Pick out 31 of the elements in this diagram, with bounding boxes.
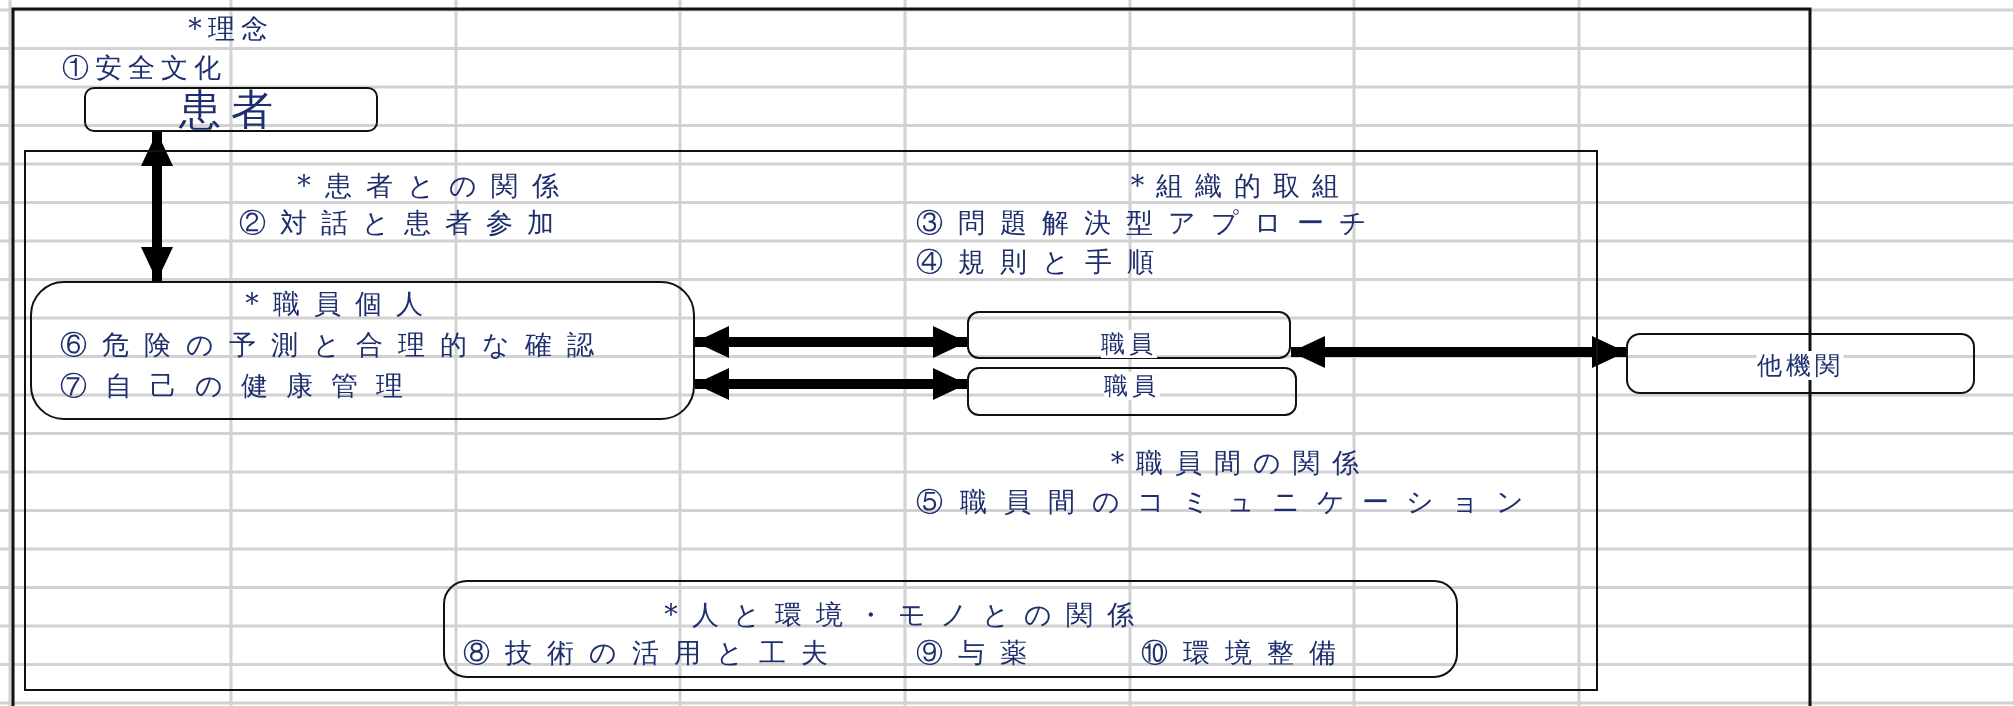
heading-text: *患者との関係 bbox=[297, 171, 573, 199]
institution-box bbox=[1626, 333, 1975, 394]
heading-text: *人と環境・モノとの関係 bbox=[664, 600, 1148, 628]
heading-text: *理念 bbox=[188, 14, 274, 42]
staff-box bbox=[967, 367, 1297, 416]
double-arrow bbox=[695, 368, 967, 400]
patient-box bbox=[84, 87, 378, 132]
item-text: ⑤職員間のコミュニケーション bbox=[916, 487, 1541, 515]
item-text: ⑧技術の活用と工夫 bbox=[463, 638, 843, 666]
double-arrow bbox=[695, 326, 967, 358]
item-text: *組織的取組 bbox=[1130, 171, 1352, 199]
double-arrow bbox=[141, 132, 173, 281]
item-text: ④規則と手順 bbox=[916, 247, 1169, 275]
box-label: 患者 bbox=[179, 89, 283, 131]
box-label: 職員 bbox=[1104, 372, 1160, 400]
item-text: ③問題解決型アプローチ bbox=[916, 208, 1382, 236]
item-text: ⑥危険の予測と合理的な確認 bbox=[60, 330, 609, 358]
item-text: ①安全文化 bbox=[62, 53, 227, 81]
box-label: 他機関 bbox=[1756, 350, 1844, 380]
staff-box bbox=[30, 281, 695, 420]
staff-box bbox=[967, 311, 1291, 359]
item-text: ⑩環境整備 bbox=[1141, 638, 1351, 666]
heading-text: *職員個人 bbox=[245, 289, 437, 317]
item-text: ⑨与薬 bbox=[916, 638, 1042, 666]
frame-box bbox=[24, 150, 1598, 691]
box-label: 職員 bbox=[1101, 330, 1157, 358]
item-text: *職員間の関係 bbox=[1110, 448, 1372, 476]
item-text: ⑦自己の健康管理 bbox=[60, 371, 421, 399]
environment-box bbox=[443, 580, 1458, 678]
item-text: ②対話と患者参加 bbox=[239, 208, 568, 236]
double-arrow bbox=[1291, 336, 1626, 368]
